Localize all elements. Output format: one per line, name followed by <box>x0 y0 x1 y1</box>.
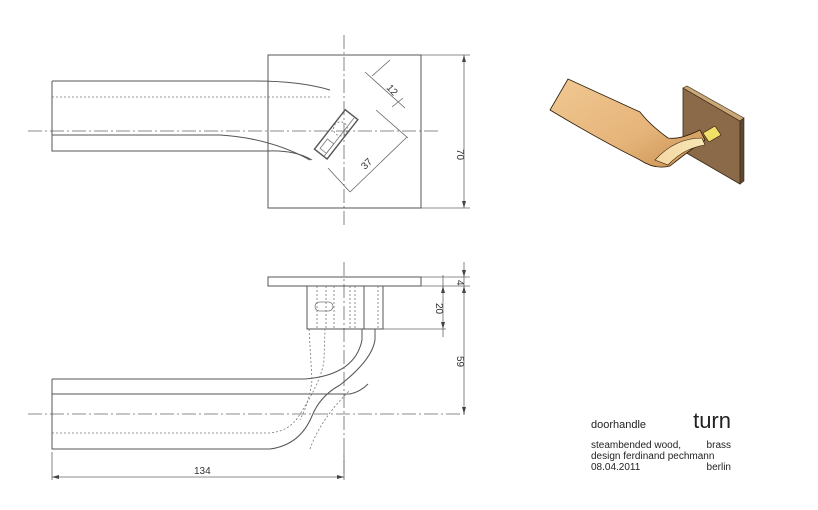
dim-rosette-height: 20 <box>433 303 444 315</box>
top-view: 12 37 70 <box>28 35 470 228</box>
place-text: berlin <box>706 462 731 473</box>
dim-spindle-width: 12 <box>384 83 400 99</box>
dim-plate-thickness: 4 <box>454 280 465 286</box>
date-text: 08.04.2011 <box>591 462 641 473</box>
dim-handle-length: 134 <box>194 466 211 477</box>
dim-handle-drop: 59 <box>454 356 465 368</box>
front-view: 4 20 59 134 <box>28 262 470 480</box>
material2-text: brass <box>706 440 731 451</box>
dim-plate-height: 70 <box>454 149 465 161</box>
product-name: turn <box>693 408 731 433</box>
material-text: steambended wood, <box>591 440 682 451</box>
title-block: doorhandle turn steambended wood, brass … <box>591 408 731 474</box>
product-type-label: doorhandle <box>591 419 647 431</box>
isometric-render <box>549 78 745 185</box>
designer-text: design ferdinand pechmann <box>591 451 715 462</box>
